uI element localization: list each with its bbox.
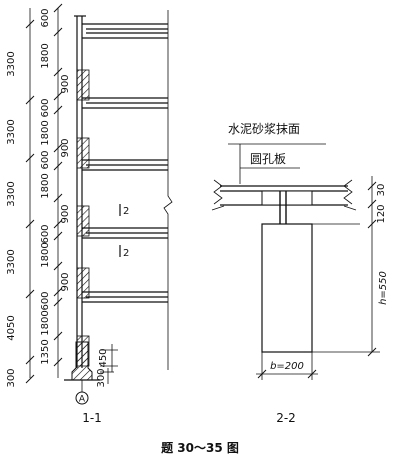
dim-600-top: 600 bbox=[40, 8, 51, 27]
dim-1800-2: 1800 bbox=[40, 120, 51, 145]
storey-height-2: 3300 bbox=[6, 119, 17, 144]
section-mark-2-upper: 2 bbox=[123, 206, 129, 217]
dim-120: 120 bbox=[376, 204, 387, 223]
dim-1800-1: 1800 bbox=[40, 43, 51, 68]
section-2-2: 水泥砂浆抹面 圆孔板 30 120 h=550 bbox=[211, 121, 389, 425]
dim-30: 30 bbox=[376, 184, 387, 197]
surface-label: 水泥砂浆抹面 bbox=[228, 121, 300, 136]
section-mark-2-lower: 2 bbox=[123, 248, 129, 259]
dim-1800-4: 1800 bbox=[40, 242, 51, 267]
dim-900-4: 900 bbox=[60, 272, 71, 291]
foundation-dim-300: 300 bbox=[96, 368, 107, 387]
dim-900-2: 900 bbox=[60, 138, 71, 157]
dim-600-3: 600 bbox=[40, 224, 51, 243]
storey-height-5: 4050 bbox=[6, 315, 17, 340]
caption-1-1: 1-1 bbox=[82, 411, 102, 425]
storey-height-6: 300 bbox=[6, 368, 17, 387]
dim-900-3: 900 bbox=[60, 204, 71, 223]
dim-600-1: 600 bbox=[40, 98, 51, 117]
storey-height-1: 3300 bbox=[6, 51, 17, 76]
dim-900-1: 900 bbox=[60, 74, 71, 93]
storey-height-4: 3300 bbox=[6, 249, 17, 274]
dim-1800-3: 1800 bbox=[40, 173, 51, 198]
slab-label: 圆孔板 bbox=[250, 152, 286, 166]
caption-2-2: 2-2 bbox=[276, 411, 296, 425]
dim-1800-5: 1800 bbox=[40, 310, 51, 335]
storey-height-3: 3300 bbox=[6, 181, 17, 206]
dim-600-4: 600 bbox=[40, 291, 51, 310]
foundation-dim-450: 450 bbox=[98, 348, 109, 367]
figure-caption: 题 30～35 图 bbox=[161, 441, 239, 455]
beam-width: b=200 bbox=[270, 361, 304, 372]
section-1-1: 3300 3300 3300 3300 4050 300 600 1800 90… bbox=[6, 3, 173, 425]
beam-height: h=550 bbox=[378, 271, 389, 305]
axis-label-a: A bbox=[79, 395, 86, 405]
dim-600-2: 600 bbox=[40, 150, 51, 169]
dim-1350: 1350 bbox=[40, 339, 51, 364]
